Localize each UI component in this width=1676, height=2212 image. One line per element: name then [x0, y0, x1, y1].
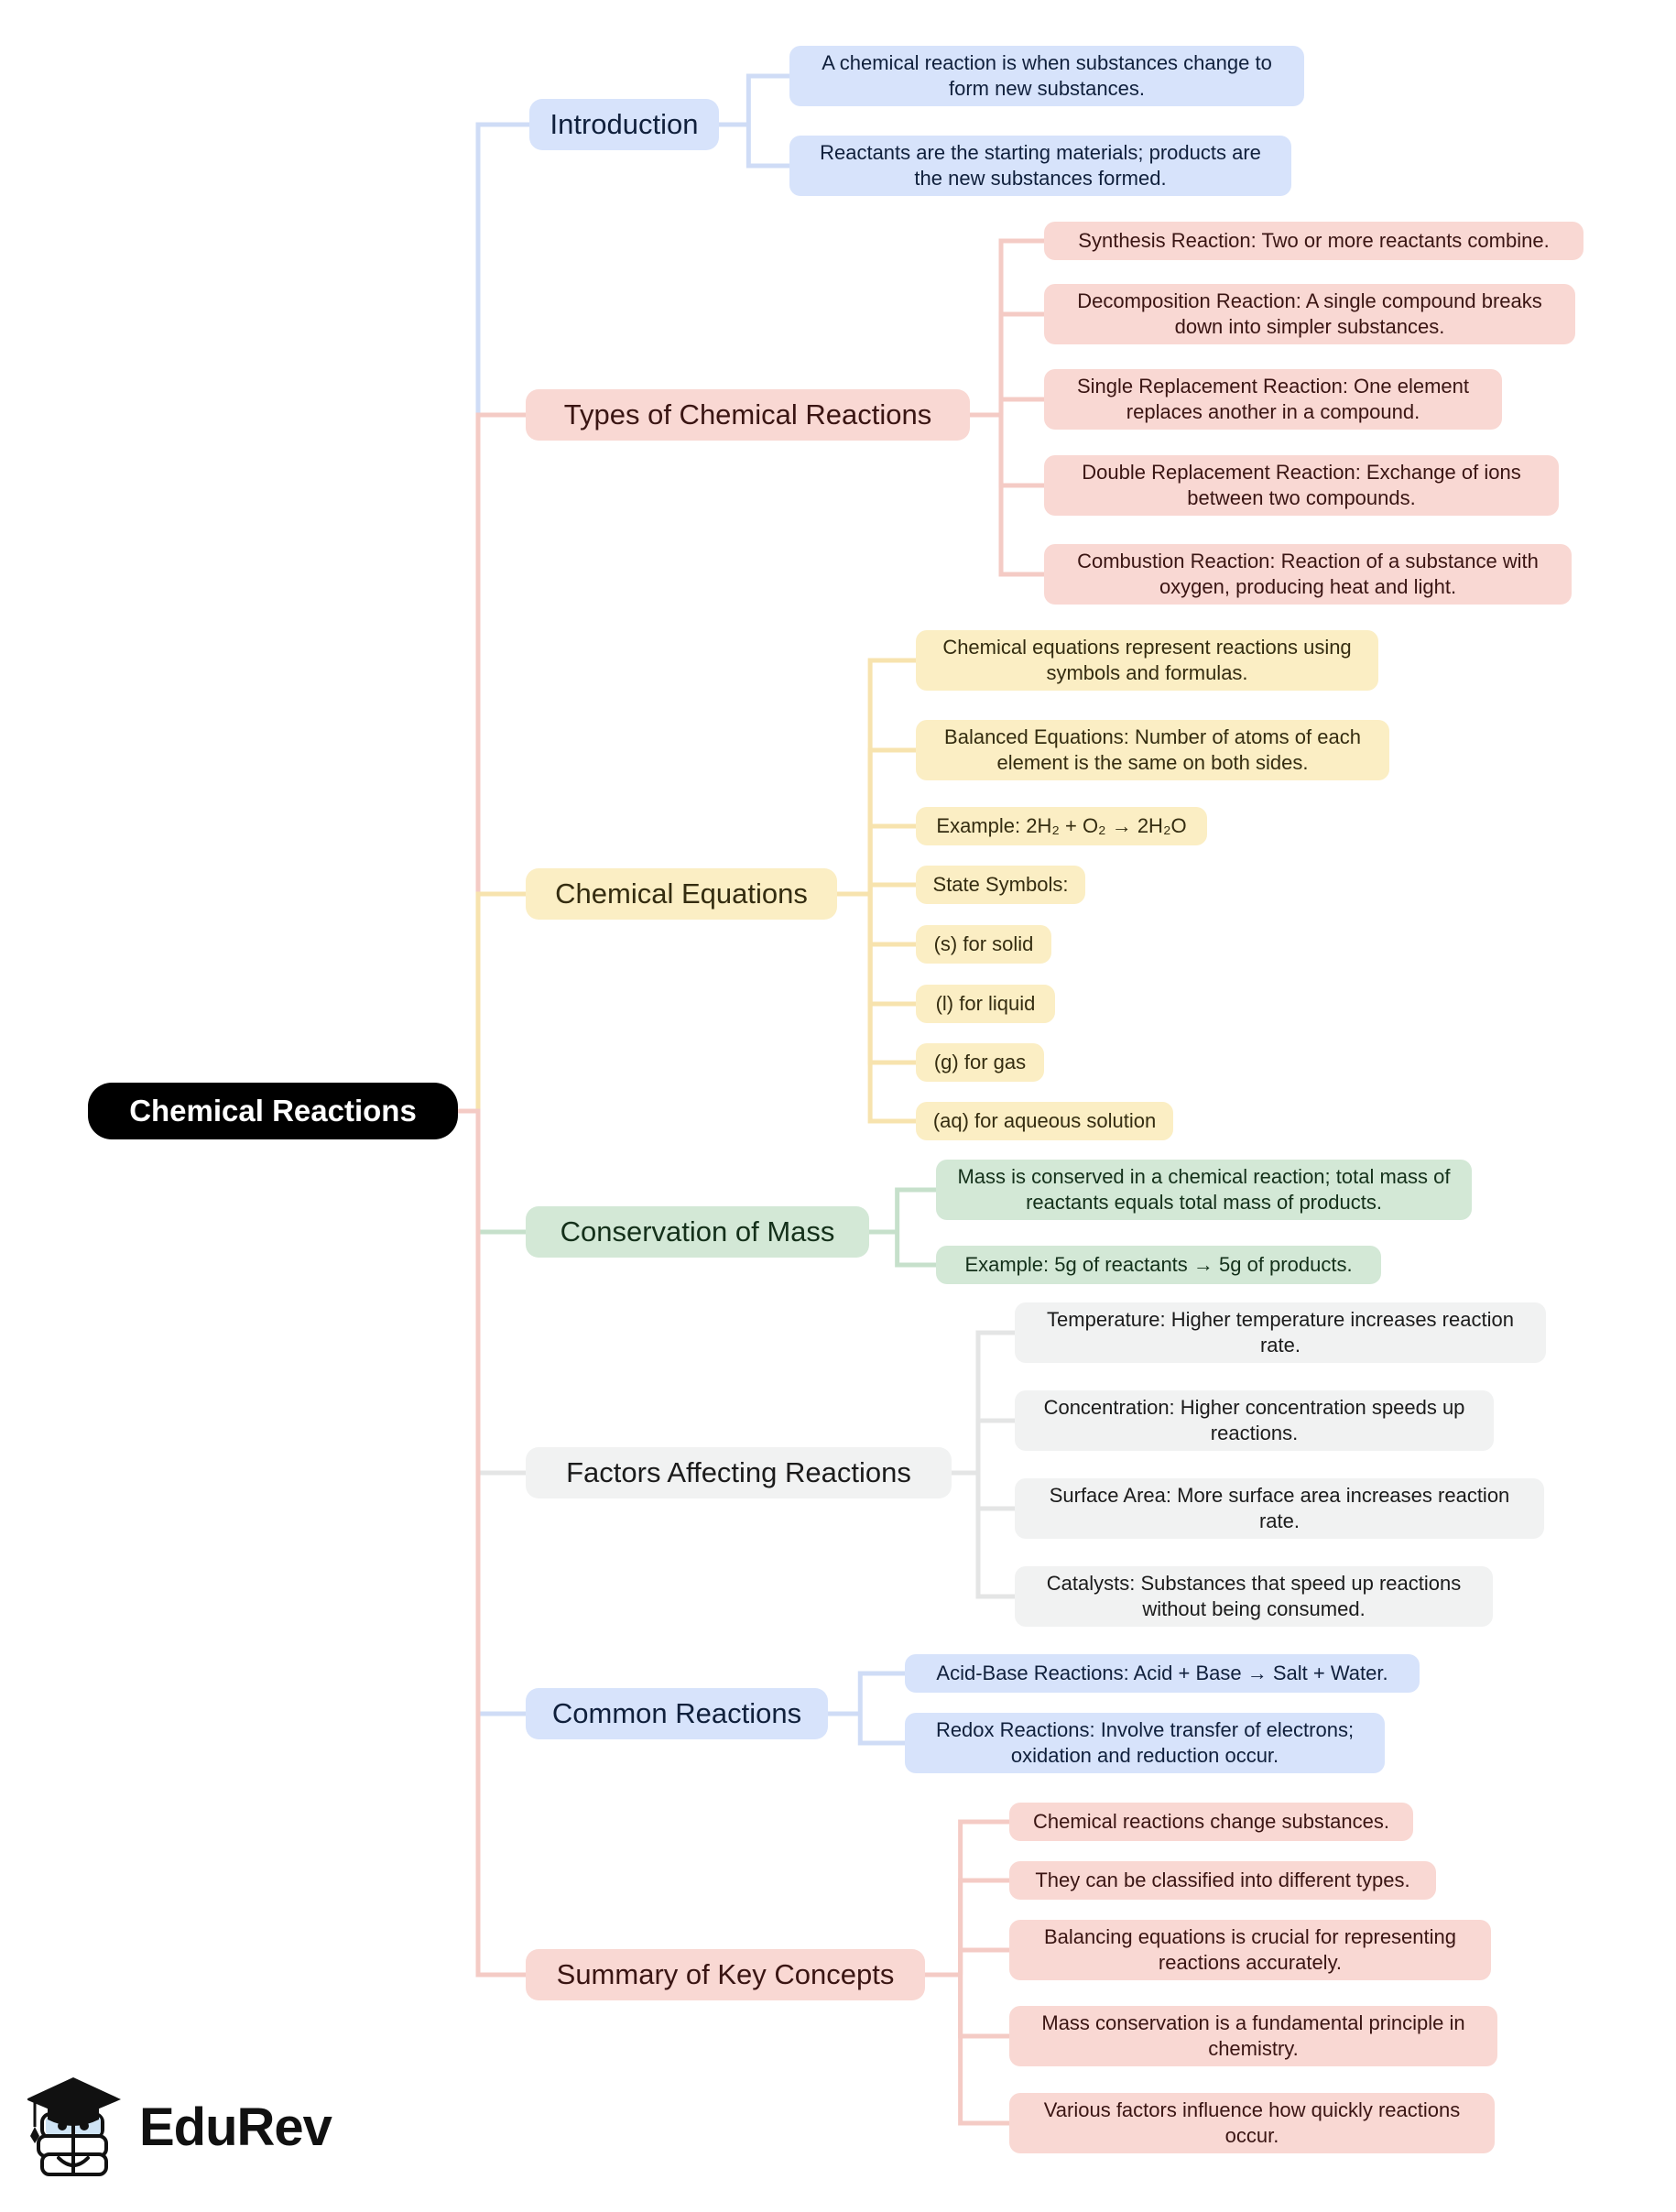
leaf-text: Reactants are the starting materials; pr…: [820, 140, 1261, 190]
leaf-text: Synthesis Reaction: Two or more reactant…: [1078, 228, 1550, 252]
leaf-text: Chemical equations represent reactions u…: [942, 635, 1352, 684]
leaf-text: A chemical reaction is when substances c…: [822, 50, 1272, 100]
leaf-text: Mass conservation is a fundamental princ…: [1041, 2010, 1465, 2060]
leaf-node[interactable]: Synthesis Reaction: Two or more reactant…: [1044, 222, 1583, 260]
leaf-text: State Symbols:: [932, 872, 1069, 896]
leaf-node[interactable]: A chemical reaction is when substances c…: [789, 46, 1304, 106]
leaf-node[interactable]: (g) for gas: [916, 1043, 1044, 1082]
root-node[interactable]: Chemical Reactions: [88, 1083, 458, 1139]
branch-label: Types of Chemical Reactions: [563, 398, 932, 431]
leaf-text: Example: 2H₂ + O₂ → 2H₂O: [936, 813, 1187, 837]
leaf-text: Single Replacement Reaction: One element…: [1076, 374, 1470, 423]
leaf-text: (s) for solid: [933, 932, 1034, 955]
leaf-node[interactable]: Example: 2H₂ + O₂ → 2H₂O: [916, 807, 1207, 845]
leaf-node[interactable]: Surface Area: More surface area increase…: [1015, 1478, 1544, 1539]
leaf-node[interactable]: Decomposition Reaction: A single compoun…: [1044, 284, 1575, 344]
leaf-node[interactable]: Single Replacement Reaction: One element…: [1044, 369, 1502, 430]
leaf-text: Balancing equations is crucial for repre…: [1043, 1924, 1457, 1974]
leaf-text: Balanced Equations: Number of atoms of e…: [944, 725, 1361, 774]
leaf-text: Double Replacement Reaction: Exchange of…: [1082, 460, 1521, 509]
leaf-text: Concentration: Higher concentration spee…: [1043, 1395, 1465, 1444]
leaf-node[interactable]: Catalysts: Substances that speed up reac…: [1015, 1566, 1493, 1627]
branch-node-chemical-equations[interactable]: Chemical Equations: [526, 868, 837, 920]
leaf-node[interactable]: Chemical reactions change substances.: [1009, 1803, 1413, 1841]
leaf-text: Various factors influence how quickly re…: [1043, 2098, 1461, 2147]
leaf-text: Combustion Reaction: Reaction of a subst…: [1077, 549, 1539, 598]
leaf-node[interactable]: Mass conservation is a fundamental princ…: [1009, 2006, 1497, 2066]
leaf-text: (aq) for aqueous solution: [932, 1108, 1157, 1132]
branch-node-conservation-of-mass[interactable]: Conservation of Mass: [526, 1206, 869, 1258]
branch-node-types-of-chemical-reactions[interactable]: Types of Chemical Reactions: [526, 389, 970, 441]
leaf-node[interactable]: Acid-Base Reactions: Acid + Base → Salt …: [905, 1654, 1420, 1693]
leaf-node[interactable]: Example: 5g of reactants → 5g of product…: [936, 1246, 1381, 1284]
leaf-node[interactable]: Redox Reactions: Involve transfer of ele…: [905, 1713, 1385, 1773]
branch-node-introduction[interactable]: Introduction: [529, 99, 719, 150]
leaf-node[interactable]: Double Replacement Reaction: Exchange of…: [1044, 455, 1559, 516]
leaf-text: Redox Reactions: Involve transfer of ele…: [935, 1717, 1355, 1767]
branch-node-factors-affecting-reactions[interactable]: Factors Affecting Reactions: [526, 1447, 952, 1498]
leaf-text: Mass is conserved in a chemical reaction…: [957, 1164, 1451, 1214]
leaf-node[interactable]: Mass is conserved in a chemical reaction…: [936, 1160, 1472, 1220]
leaf-text: (l) for liquid: [935, 991, 1036, 1015]
root-label: Chemical Reactions: [129, 1093, 417, 1128]
branch-label: Chemical Equations: [555, 877, 808, 910]
leaf-node[interactable]: Temperature: Higher temperature increase…: [1015, 1302, 1546, 1363]
leaf-node[interactable]: Balanced Equations: Number of atoms of e…: [916, 720, 1389, 780]
edurev-logo: EduRev: [27, 2068, 332, 2187]
leaf-text: They can be classified into different ty…: [1035, 1868, 1410, 1891]
leaf-node[interactable]: Chemical equations represent reactions u…: [916, 630, 1378, 691]
leaf-node[interactable]: Concentration: Higher concentration spee…: [1015, 1390, 1494, 1451]
leaf-node[interactable]: They can be classified into different ty…: [1009, 1861, 1436, 1900]
leaf-node[interactable]: Various factors influence how quickly re…: [1009, 2093, 1495, 2153]
leaf-text: (g) for gas: [933, 1050, 1027, 1073]
leaf-text: Chemical reactions change substances.: [1033, 1809, 1389, 1833]
leaf-node[interactable]: Combustion Reaction: Reaction of a subst…: [1044, 544, 1572, 605]
leaf-node[interactable]: State Symbols:: [916, 866, 1085, 904]
branch-label: Common Reactions: [551, 1697, 802, 1730]
branch-node-summary-of-key-concepts[interactable]: Summary of Key Concepts: [526, 1949, 925, 2000]
leaf-text: Temperature: Higher temperature increase…: [1047, 1307, 1514, 1357]
leaf-text: Decomposition Reaction: A single compoun…: [1077, 289, 1542, 338]
branch-label: Introduction: [550, 108, 699, 141]
leaf-text: Surface Area: More surface area increase…: [1049, 1483, 1510, 1532]
leaf-node[interactable]: (l) for liquid: [916, 985, 1055, 1023]
leaf-node[interactable]: (aq) for aqueous solution: [916, 1102, 1173, 1140]
edurev-wordmark: EduRev: [139, 2098, 332, 2157]
leaf-node[interactable]: (s) for solid: [916, 925, 1051, 964]
branch-label: Factors Affecting Reactions: [566, 1456, 911, 1489]
leaf-text: Catalysts: Substances that speed up reac…: [1046, 1571, 1462, 1620]
branch-node-common-reactions[interactable]: Common Reactions: [526, 1688, 828, 1739]
leaf-node[interactable]: Reactants are the starting materials; pr…: [789, 136, 1291, 196]
leaf-node[interactable]: Balancing equations is crucial for repre…: [1009, 1920, 1491, 1980]
leaf-text: Example: 5g of reactants → 5g of product…: [964, 1252, 1353, 1276]
branch-label: Conservation of Mass: [560, 1215, 835, 1248]
branch-label: Summary of Key Concepts: [556, 1958, 895, 1991]
graduation-cap-books-icon: [27, 2077, 121, 2176]
leaf-text: Acid-Base Reactions: Acid + Base → Salt …: [936, 1661, 1388, 1684]
